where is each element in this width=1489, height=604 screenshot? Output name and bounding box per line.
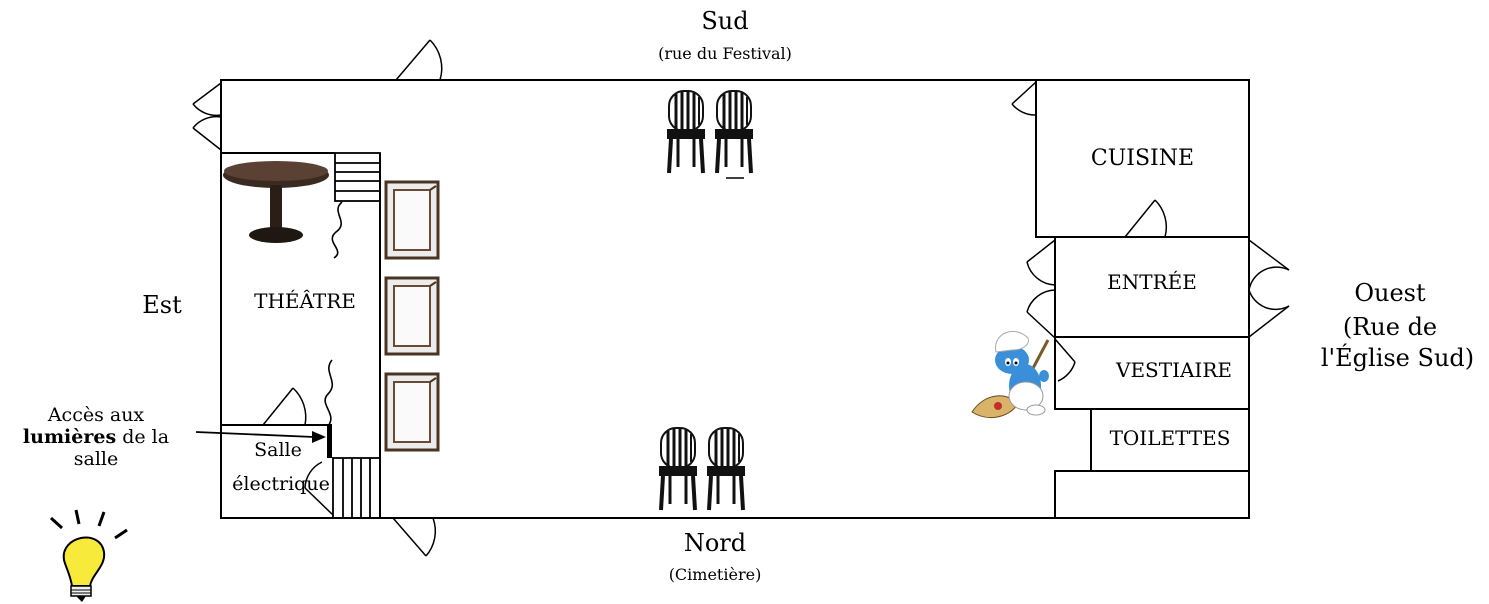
lights-note-line3: salle bbox=[73, 447, 119, 470]
room-cloakroom-label: VESTIAIRE bbox=[1116, 358, 1232, 382]
sofa-icon bbox=[384, 372, 440, 452]
door-icon bbox=[1026, 239, 1056, 339]
south-street-label: (rue du Festival) bbox=[658, 44, 792, 63]
light-bulb-icon bbox=[49, 509, 128, 602]
smurf-sweeping-icon bbox=[971, 331, 1050, 419]
door-icon bbox=[192, 82, 222, 151]
curtain-icon bbox=[324, 201, 343, 427]
sofa-icon bbox=[384, 276, 440, 356]
lights-note-line2: lumières de la bbox=[6, 425, 186, 449]
door-icon bbox=[392, 517, 437, 557]
door-icon bbox=[262, 387, 307, 426]
sofa-icon bbox=[384, 180, 440, 260]
west-street-label-2: l'Église Sud) bbox=[1320, 344, 1475, 372]
chair-icon bbox=[657, 426, 699, 512]
east-label: Est bbox=[142, 291, 182, 319]
north-label: Nord bbox=[683, 529, 747, 557]
room-theater-label: THÉÂTRE bbox=[254, 289, 356, 313]
stairs-icon bbox=[332, 457, 381, 519]
door-icon bbox=[304, 461, 334, 516]
south-label: Sud bbox=[701, 7, 749, 35]
electric-room-label-1: Salle bbox=[254, 439, 302, 461]
door-icon bbox=[395, 39, 443, 81]
chair-icon bbox=[713, 89, 755, 175]
lights-note-bold: lumières bbox=[22, 425, 117, 448]
north-street-label: (Cimetière) bbox=[668, 565, 762, 584]
door-icon bbox=[1248, 239, 1290, 338]
lights-note-line1: Accès aux bbox=[47, 404, 145, 426]
round-table-icon bbox=[223, 161, 329, 243]
electric-panel bbox=[327, 424, 332, 458]
stairs-icon bbox=[334, 152, 381, 202]
theater-walls bbox=[220, 152, 381, 518]
chair-icon bbox=[665, 89, 707, 175]
room-toilets-label: TOILETTES bbox=[1109, 426, 1231, 450]
door-icon bbox=[1124, 199, 1168, 238]
electric-room-label-2: électrique bbox=[232, 473, 330, 495]
door-icon bbox=[1054, 338, 1076, 382]
room-kitchen-label: CUISINE bbox=[1090, 146, 1195, 171]
room-entrance-label: ENTRÉE bbox=[1107, 270, 1197, 294]
door-icon bbox=[1011, 81, 1037, 116]
west-label: Ouest bbox=[1354, 279, 1426, 307]
arrow-icon bbox=[195, 431, 326, 443]
west-street-label-1: (Rue de bbox=[1342, 313, 1438, 341]
lights-note-after: de la bbox=[116, 425, 170, 448]
lights-note: Accès aux lumières de la salle bbox=[6, 404, 186, 471]
chair-icon bbox=[705, 426, 747, 512]
